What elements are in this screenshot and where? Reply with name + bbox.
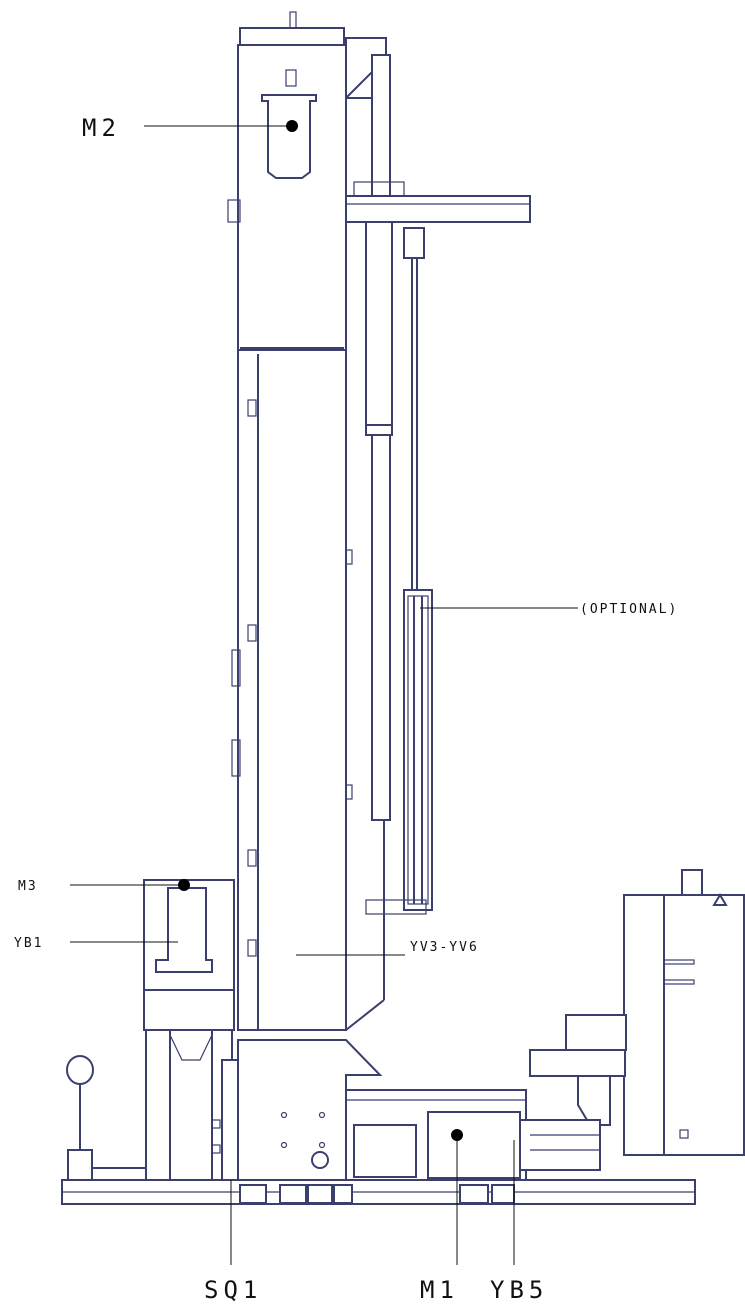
base-plate	[61, 1179, 696, 1205]
label-m3: M3	[18, 879, 38, 894]
label-yv: YV3-YV6	[410, 940, 479, 955]
mast-assembly	[345, 37, 531, 1031]
label-yb1: YB1	[14, 936, 43, 951]
label-yb5: YB5	[490, 1276, 548, 1304]
label-m1: M1	[420, 1276, 459, 1304]
callout-dot-m3	[178, 879, 190, 891]
label-optional: (OPTIONAL)	[580, 602, 678, 617]
motor-m1	[345, 1089, 527, 1181]
label-m2: M2	[82, 114, 121, 142]
label-sq1: SQ1	[204, 1276, 262, 1304]
switch-sq1	[221, 1059, 239, 1181]
motor-m2	[261, 94, 317, 179]
left-unit	[143, 879, 235, 1181]
callout-dot-m2	[286, 120, 298, 132]
main-column	[227, 11, 353, 1031]
control-panel	[519, 869, 745, 1171]
callout-dot-m1	[451, 1129, 463, 1141]
leader-lines	[70, 125, 578, 1265]
lever	[66, 1055, 147, 1181]
